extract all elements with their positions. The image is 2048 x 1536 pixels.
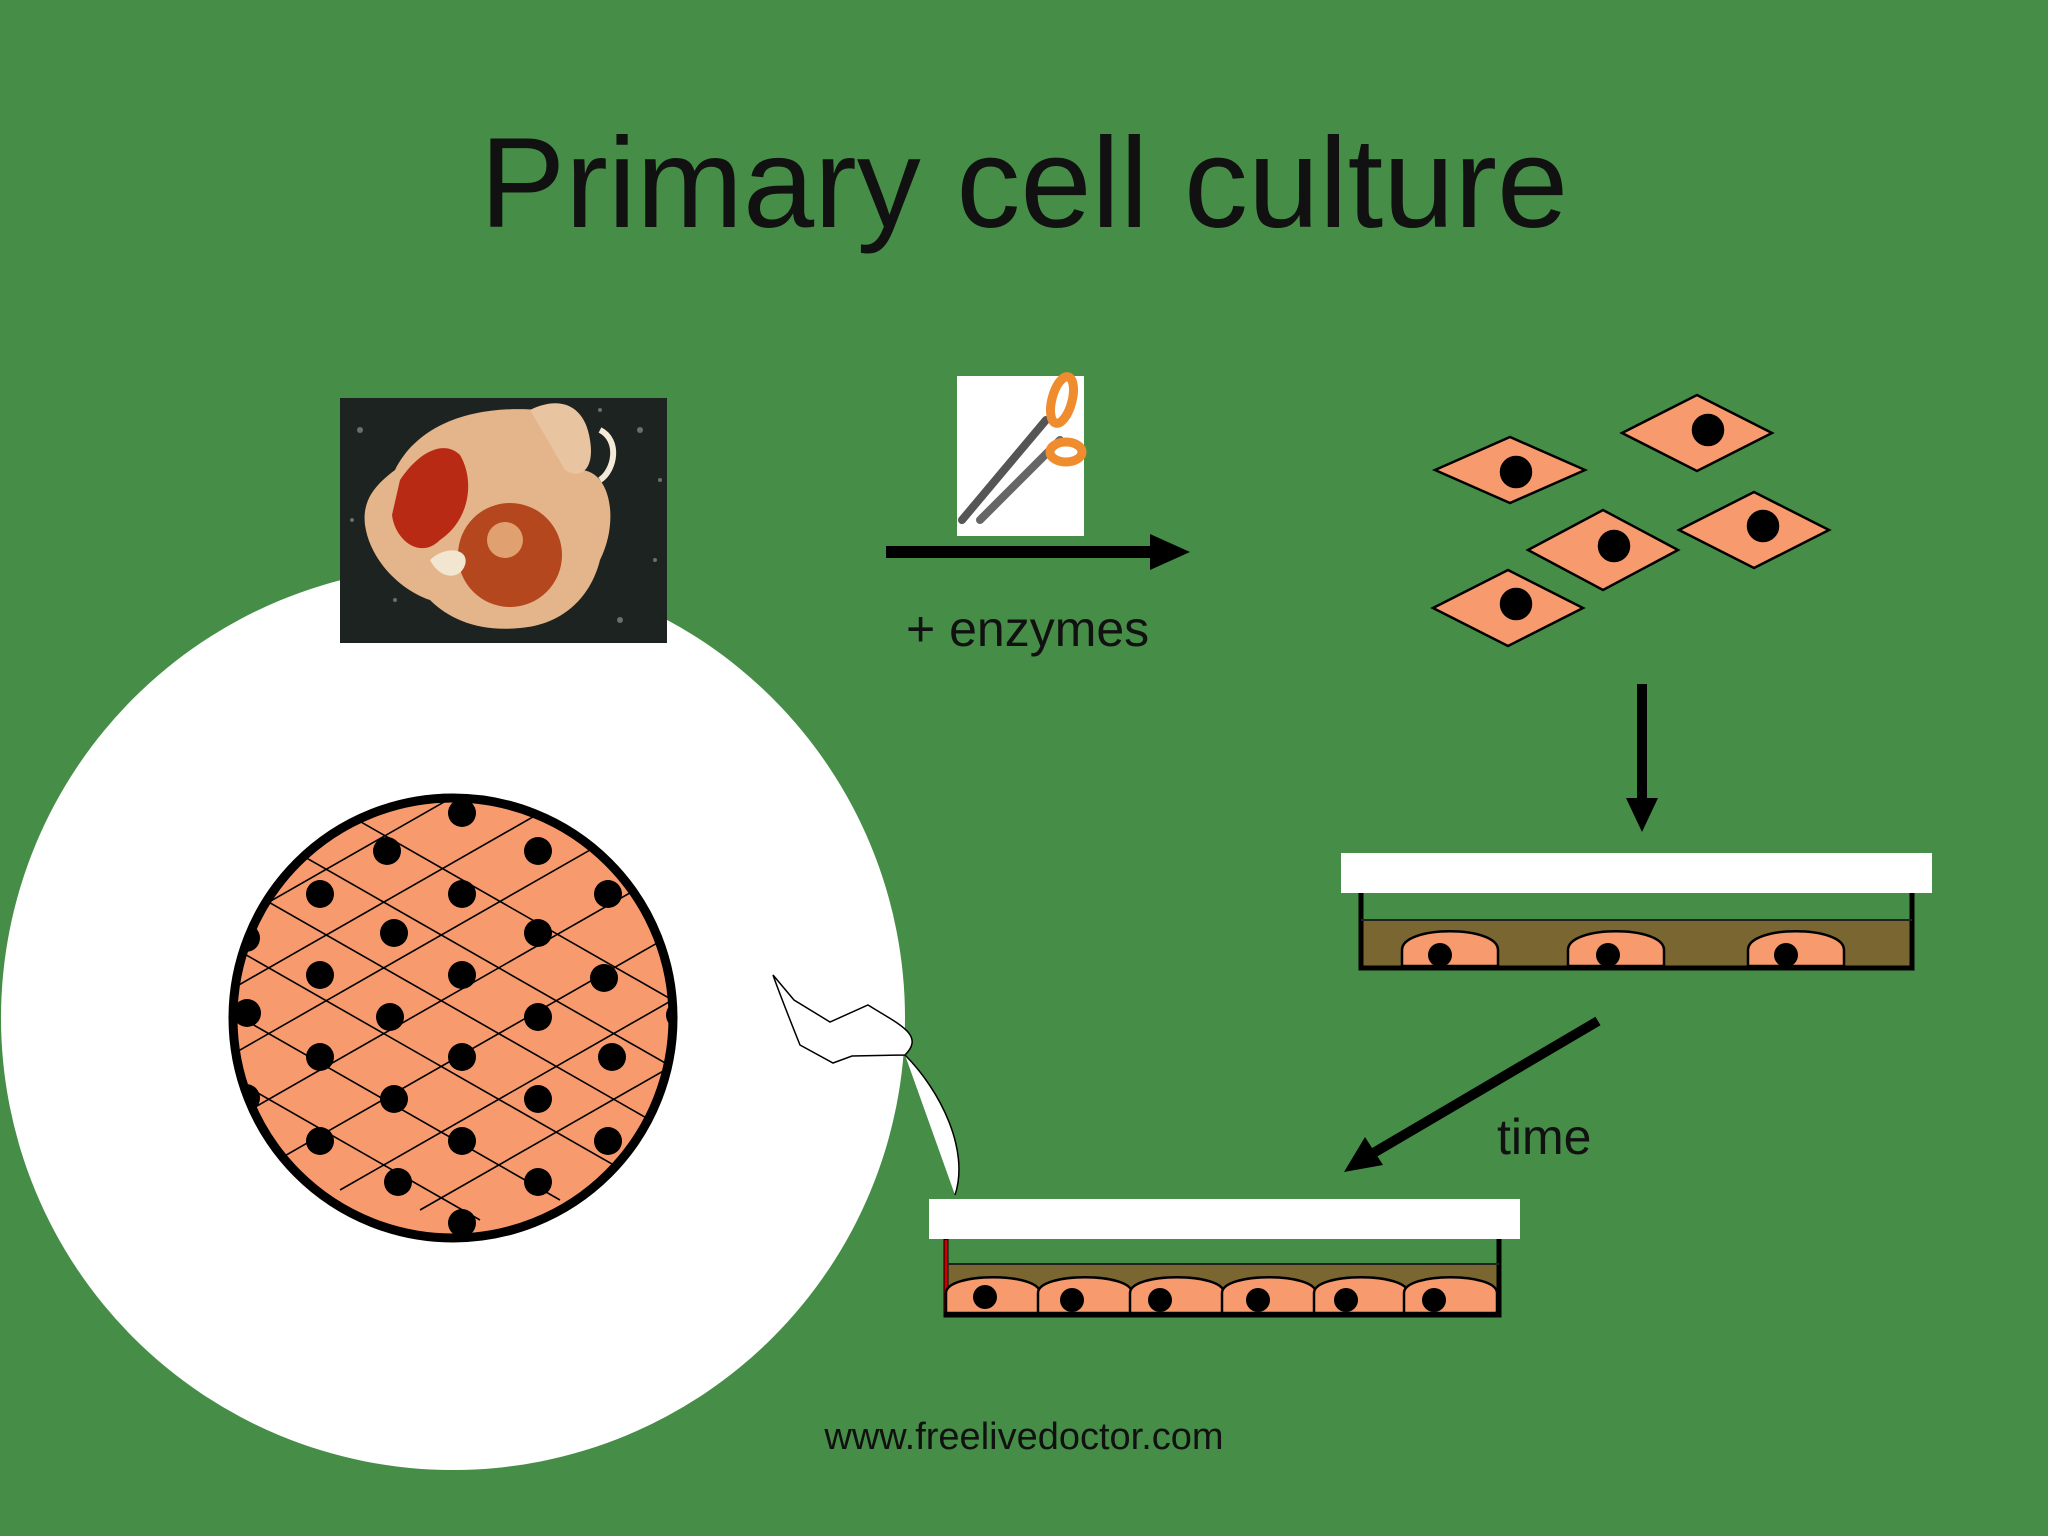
monolayer-rim (228, 793, 678, 1243)
callout-pointer (772, 974, 960, 1196)
dish-lid (929, 1199, 1520, 1239)
dish-lid (1341, 853, 1932, 893)
process-arrowhead (1150, 534, 1190, 570)
diagonal-arrow (1367, 1016, 1601, 1160)
cell-4 (1676, 490, 1832, 570)
diagonal-arrowhead (1344, 1137, 1383, 1172)
scissors-icon (957, 372, 1087, 536)
cell-5 (1430, 568, 1586, 648)
slide-title: Primary cell culture (479, 112, 1569, 255)
cell-1 (1431, 435, 1589, 505)
enzymes-label: + enzymes (906, 601, 1150, 657)
down-arrowhead (1626, 798, 1658, 832)
website-footer: www.freelivedoctor.com (824, 1416, 1224, 1458)
time-label: time (1497, 1109, 1592, 1165)
cell-3 (1525, 508, 1681, 592)
cell-2 (1619, 393, 1775, 473)
culture-dish-confluent (929, 1199, 1520, 1318)
embryo-photo (340, 398, 667, 643)
dissociated-cells (1430, 393, 1832, 648)
culture-dish-sparse (1341, 853, 1932, 971)
